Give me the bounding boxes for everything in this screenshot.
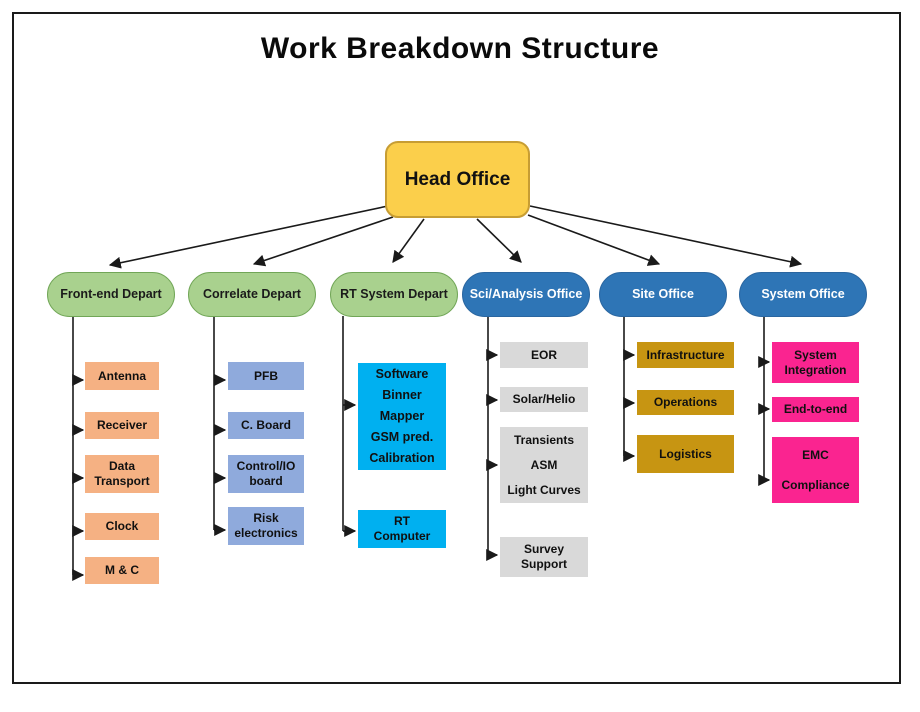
head-office-node: Head Office	[385, 141, 530, 218]
diagram-border	[12, 12, 901, 684]
site-office-connectors	[623, 316, 636, 462]
child-node-receiver: Receiver	[85, 412, 159, 439]
child-node-antenna: Antenna	[85, 362, 159, 390]
rt-system-connectors	[342, 316, 357, 537]
child-node-data-transport: Data Transport	[85, 455, 159, 493]
diagram-title: Work Breakdown Structure	[260, 32, 660, 65]
dept-node-rt-system: RT System Depart	[330, 272, 458, 317]
child-node-eor: EOR	[500, 342, 588, 368]
child-node-software-stack: Software Binner Mapper GSM pred. Calibra…	[358, 363, 446, 470]
dept-node-correlate: Correlate Depart	[188, 272, 316, 317]
child-node-system-integration: System Integration	[772, 342, 859, 383]
child-node-pfb: PFB	[228, 362, 304, 390]
dept-node-front-end: Front-end Depart	[47, 272, 175, 317]
child-node-clock: Clock	[85, 513, 159, 540]
child-node-infrastructure: Infrastructure	[637, 342, 734, 368]
child-node-logistics: Logistics	[637, 435, 734, 473]
system-office-connectors	[758, 316, 771, 486]
sci-analysis-connectors	[486, 316, 499, 561]
child-node-survey-support: Survey Support	[500, 537, 588, 577]
root-fanout-connectors	[108, 205, 803, 269]
child-node-rt-computer: RT Computer	[358, 510, 446, 548]
child-node-risk-electronics: Risk electronics	[228, 507, 304, 545]
correlate-connectors	[213, 316, 227, 536]
child-node-emc-compliance: EMC Compliance	[772, 437, 859, 503]
front-end-connectors	[72, 316, 85, 581]
child-node-control-io-board: Control/IO board	[228, 455, 304, 493]
child-node-end-to-end: End-to-end	[772, 397, 859, 422]
child-node-c-board: C. Board	[228, 412, 304, 439]
child-node-operations: Operations	[637, 390, 734, 415]
child-node-m-and-c: M & C	[85, 557, 159, 584]
dept-node-system-office: System Office	[739, 272, 867, 317]
child-node-transients-asm: Transients ASM Light Curves	[500, 427, 588, 503]
child-node-solar-helio: Solar/Helio	[500, 387, 588, 412]
dept-node-sci-analysis: Sci/Analysis Office	[462, 272, 590, 317]
dept-node-site-office: Site Office	[599, 272, 727, 317]
